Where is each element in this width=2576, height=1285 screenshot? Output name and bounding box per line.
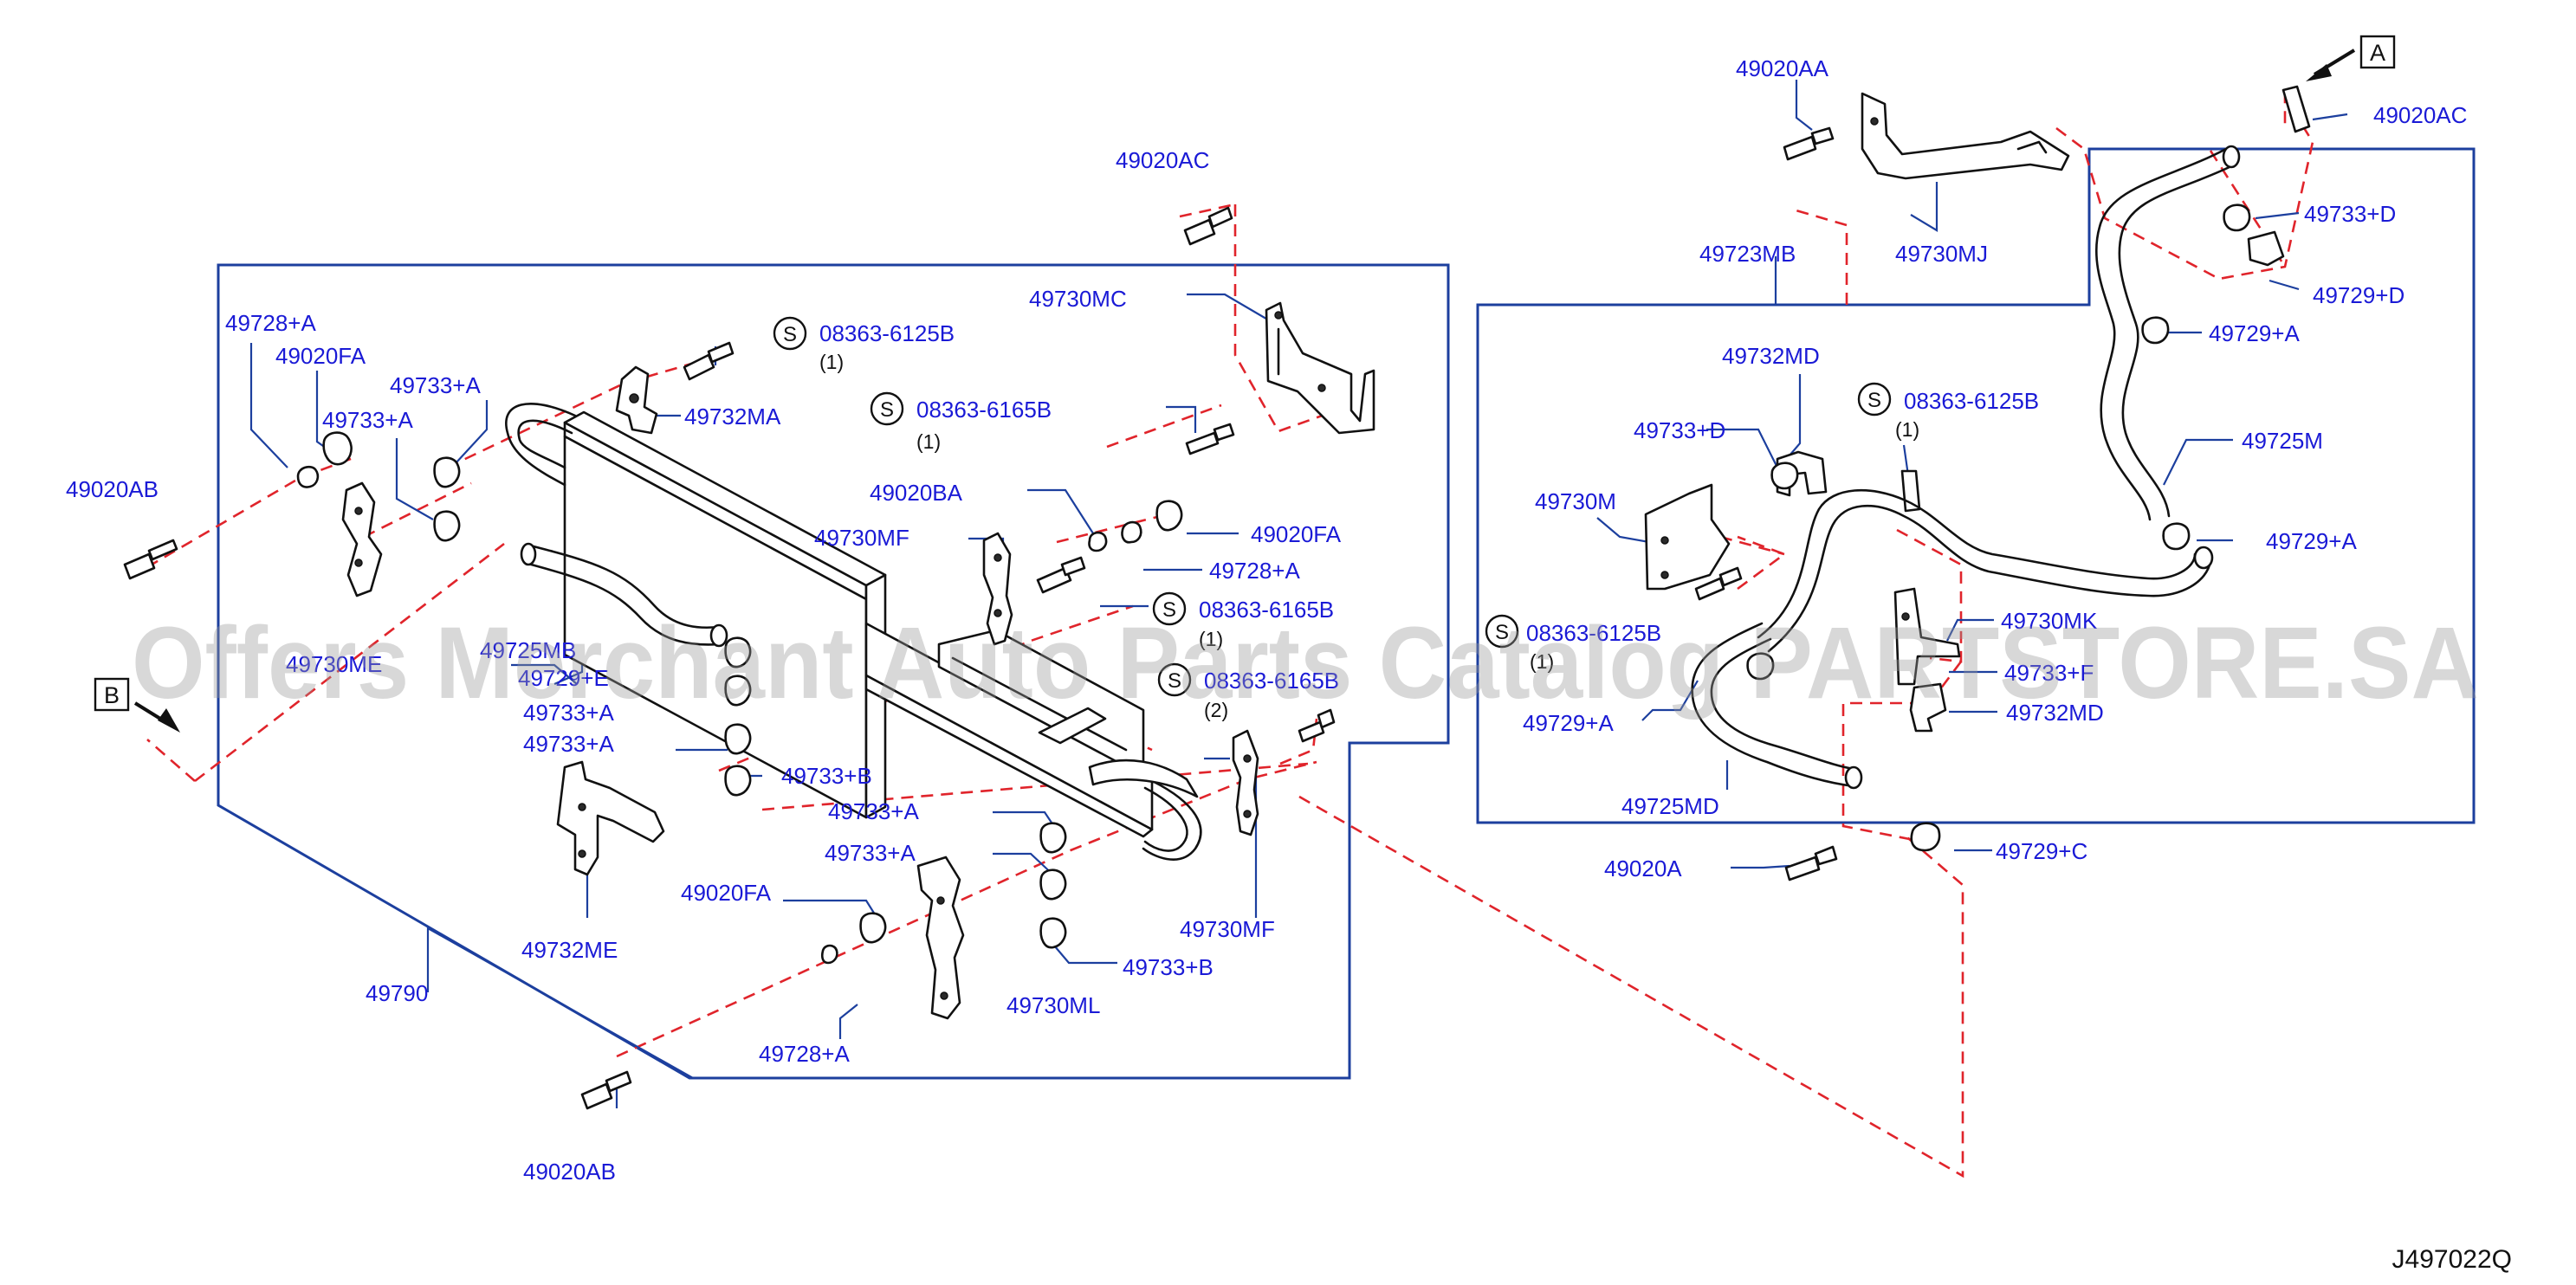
label-49730mk: 49730MK [2001, 608, 2098, 634]
bracket-49732me [556, 760, 665, 876]
label-49733d-top: 49733+D [2304, 201, 2396, 227]
label-49730mf-top: 49730MF [814, 525, 909, 551]
label-49020fa-left: 49020FA [275, 343, 366, 369]
label-49725md: 49725MD [1621, 793, 1719, 819]
ref-marker-a: A [2306, 35, 2396, 81]
assembly-frame-49790 [217, 263, 1450, 1080]
label-49020a: 49020A [1604, 856, 1682, 881]
svg-text:S: S [783, 323, 797, 346]
label-49732me: 49732ME [521, 937, 618, 963]
label-49730m: 49730M [1535, 488, 1616, 514]
assembly-frame-49723mb [1476, 147, 2476, 824]
svg-text:A: A [2370, 40, 2385, 66]
watermark-text: Offers Merchant Auto Parts Catalog PARTS… [132, 606, 2479, 720]
label-49790: 49790 [366, 980, 428, 1006]
screw-symbol-6125b-r1: S [1857, 382, 1892, 416]
screw-symbol-6125b-left: S [773, 316, 807, 351]
label-49733d-mid: 49733+D [1634, 417, 1725, 443]
label-49020fa-bot: 49020FA [681, 880, 772, 906]
label-49728a-mid: 49728+A [1209, 558, 1300, 584]
screw-symbol-6125b-r2: S [1485, 614, 1519, 649]
label-49723mb: 49723MB [1699, 241, 1796, 267]
label-08363-6165b-c: 08363-6165B [1204, 668, 1339, 694]
label-49733b-l: 49733+B [781, 763, 872, 789]
label-08363-6125b-left: 08363-6125B [819, 320, 955, 346]
label-49733a-m2: 49733+A [825, 840, 916, 866]
bracket-49732ma [615, 365, 658, 435]
bracket-49730m [1644, 483, 1731, 591]
label-49729c: 49729+C [1996, 838, 2087, 864]
label-49725m: 49725M [2242, 428, 2323, 454]
screw-symbol-6165b-b: S [1152, 591, 1187, 626]
bracket-49730md [341, 481, 383, 597]
label-08363-6165b-a: 08363-6165B [916, 397, 1052, 423]
hose-49725md [1691, 622, 1863, 790]
bracket-49730mj [1861, 92, 2070, 180]
bracket-49730mf-top [982, 532, 1013, 646]
screw-symbol-6165b-c: S [1157, 662, 1192, 697]
ref-marker-b: B [94, 677, 180, 733]
qty-6165b-b: (1) [1199, 628, 1223, 650]
svg-text:S: S [1162, 598, 1176, 622]
bracket-49730mk [1893, 587, 1961, 686]
label-49730mc: 49730MC [1029, 286, 1127, 312]
label-49732md-top: 49732MD [1722, 343, 1820, 369]
svg-text:S: S [880, 398, 894, 422]
label-08363-6125b-r2: 08363-6125B [1526, 620, 1661, 646]
svg-text:S: S [1495, 621, 1509, 644]
label-49729a-r2: 49729+A [2266, 528, 2357, 554]
label-49020ac-right: 49020AC [2373, 102, 2467, 128]
label-08363-6165b-b: 08363-6165B [1199, 597, 1334, 623]
label-49020ac-top: 49020AC [1116, 147, 1209, 173]
label-49733a-l4: 49733+A [523, 731, 614, 757]
label-49730ml: 49730ML [1006, 992, 1100, 1018]
label-49020ab-bot: 49020AB [523, 1159, 616, 1185]
label-49729e: 49729+E [518, 665, 609, 691]
bracket-49732md-bot [1909, 682, 1947, 733]
label-49732ma: 49732MA [684, 404, 781, 429]
label-49729a-r3: 49729+A [1523, 710, 1614, 736]
label-08363-6125b-r1: 08363-6125B [1904, 388, 2039, 414]
part-labels: 49020AC 49730MC 49728+A 49020FA 49733+A … [66, 55, 2467, 1185]
label-49730me: 49730ME [286, 651, 382, 677]
label-49729d: 49729+D [2313, 282, 2404, 308]
clamps-right [1746, 203, 2285, 852]
screw-symbol-6165b-a: S [870, 391, 904, 426]
label-49020ba: 49020BA [870, 480, 963, 506]
bracket-49730mf-bot [1232, 729, 1259, 836]
label-49733a-l1: 49733+A [390, 372, 481, 398]
label-49732md-bot: 49732MD [2006, 700, 2104, 726]
label-49730mj: 49730MJ [1895, 241, 1988, 267]
fasteners-left [123, 206, 1336, 1110]
label-49733a-m1: 49733+A [828, 798, 919, 824]
svg-text:B: B [104, 682, 120, 708]
qty-6125b-left: (1) [819, 351, 844, 373]
label-49733f: 49733+F [2004, 660, 2094, 686]
label-49729a-r1: 49729+A [2209, 320, 2300, 346]
hose-49725mb [520, 542, 728, 648]
label-49728a-left: 49728+A [225, 310, 316, 336]
label-49733a-l2: 49733+A [322, 407, 413, 433]
label-49730mf-bot: 49730MF [1180, 916, 1275, 942]
qty-6165b-a: (1) [916, 430, 941, 453]
hose-49725m [2095, 145, 2241, 521]
label-49725mb: 49725MB [480, 637, 576, 663]
label-49020aa: 49020AA [1736, 55, 1829, 81]
label-49733b-bot: 49733+B [1123, 954, 1214, 980]
svg-text:S: S [1867, 389, 1881, 412]
label-49733a-l3: 49733+A [523, 700, 614, 726]
svg-text:S: S [1168, 669, 1181, 693]
diagram-code: J497022Q [2392, 1245, 2512, 1274]
bracket-49730mc [1265, 301, 1375, 435]
qty-6165b-c: (2) [1204, 699, 1228, 721]
bracket-49730ml [916, 856, 965, 1020]
pipe-network-right [1757, 488, 2214, 653]
qty-6125b-r1: (1) [1895, 418, 1919, 441]
label-49728a-bot: 49728+A [759, 1041, 850, 1067]
label-49020ab-left: 49020AB [66, 476, 159, 502]
label-49020fa-mid: 49020FA [1251, 521, 1342, 547]
qty-6125b-r2: (1) [1530, 650, 1554, 673]
